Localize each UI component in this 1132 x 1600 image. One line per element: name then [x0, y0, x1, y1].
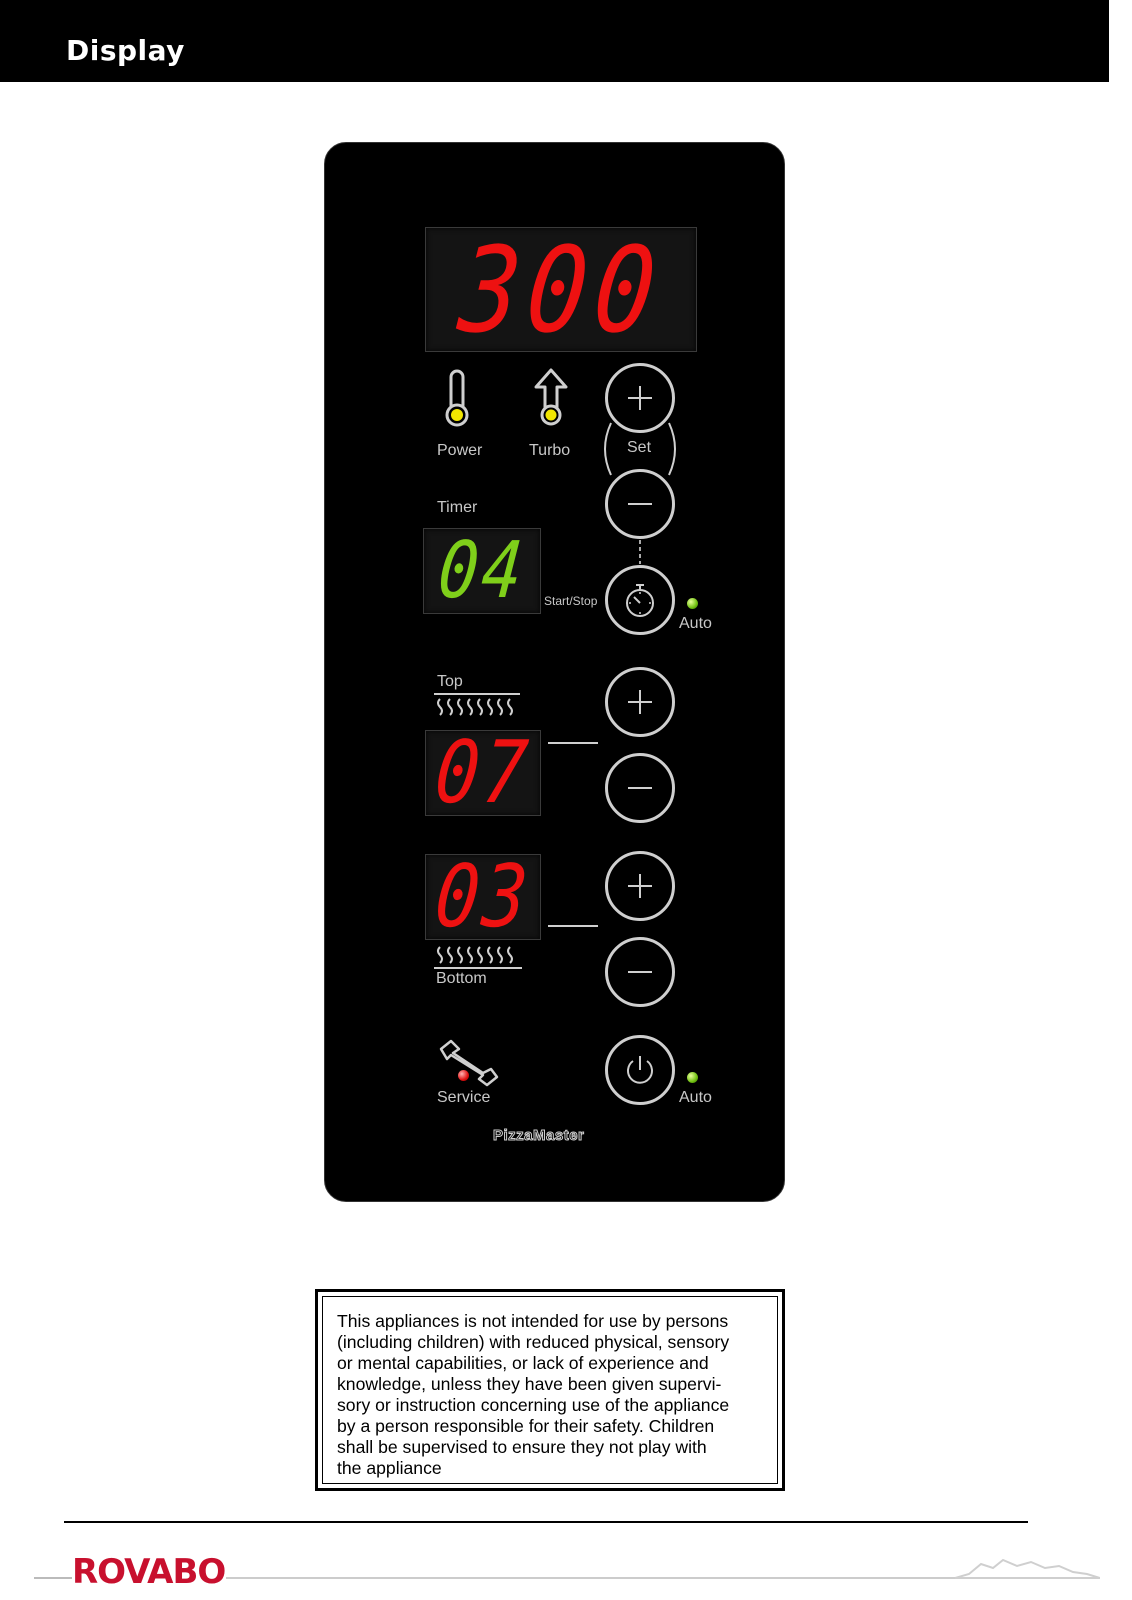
plus-icon	[628, 386, 652, 410]
footer-rule	[64, 1521, 1028, 1523]
minus-icon	[628, 971, 652, 973]
dashed-connector	[639, 540, 641, 564]
bottom-plus-button[interactable]	[605, 851, 675, 921]
thermometer-icon	[445, 369, 469, 427]
top-heat-display: 07	[425, 723, 541, 823]
timer-display-value: 04	[434, 526, 530, 616]
company-logo: ROVABO	[72, 1552, 226, 1592]
top-minus-button[interactable]	[605, 753, 675, 823]
bottom-connector-line	[548, 925, 598, 927]
timer-display: 04	[423, 526, 541, 616]
service-led	[458, 1070, 469, 1081]
top-heat-display-value: 07	[431, 723, 535, 823]
timer-start-stop-button[interactable]	[605, 565, 675, 635]
notice-line: This appliances is not intended for use …	[337, 1311, 729, 1331]
set-minus-button[interactable]	[605, 469, 675, 539]
plus-icon	[628, 690, 652, 714]
bottom-label: Bottom	[436, 970, 487, 987]
top-heat-icon	[434, 693, 520, 716]
brand-logo: PizzaMaster	[492, 1127, 585, 1145]
top-connector-line	[548, 742, 598, 744]
timer-auto-label: Auto	[679, 615, 712, 632]
page-title: Display	[66, 34, 185, 67]
power-label: Power	[437, 442, 483, 459]
set-plus-button[interactable]	[605, 363, 675, 433]
turbo-label: Turbo	[529, 442, 571, 459]
set-bracket	[604, 422, 676, 476]
power-auto-label: Auto	[679, 1089, 712, 1106]
notice-line: or mental capabilities, or lack of exper…	[337, 1353, 709, 1373]
notice-line: by a person responsible for their safety…	[337, 1416, 715, 1436]
power-auto-led	[687, 1072, 698, 1083]
notice-line: the appliance	[337, 1458, 442, 1478]
service-label: Service	[437, 1089, 491, 1106]
notice-line: knowledge, unless they have been given s…	[337, 1374, 722, 1394]
top-plus-button[interactable]	[605, 667, 675, 737]
control-panel: 300 Power Turbo Set Timer 04 Start/Stop	[324, 142, 785, 1202]
mountain-decoration-icon	[955, 1558, 1100, 1579]
timer-label: Timer	[437, 499, 478, 516]
header-bar: Display	[0, 0, 1109, 82]
start-stop-label: Start/Stop	[544, 594, 598, 608]
minus-icon	[628, 787, 652, 789]
timer-auto-led	[687, 598, 698, 609]
footer-right-line	[226, 1577, 956, 1579]
service-wrench-icon	[439, 1039, 499, 1087]
minus-icon	[628, 503, 652, 505]
bottom-minus-button[interactable]	[605, 937, 675, 1007]
temperature-display-value: 300	[454, 220, 668, 359]
notice-line: shall be supervised to ensure they not p…	[337, 1437, 707, 1457]
set-label: Set	[627, 439, 652, 456]
notice-line: (including children) with reduced physic…	[337, 1332, 730, 1352]
safety-notice-text: This appliances is not intended for use …	[322, 1296, 778, 1484]
power-button[interactable]	[605, 1035, 675, 1105]
bottom-heat-display: 03	[425, 847, 541, 947]
top-label: Top	[437, 673, 463, 690]
plus-icon	[628, 874, 652, 898]
temperature-display: 300	[425, 220, 697, 359]
turbo-arrow-icon	[534, 368, 568, 426]
footer-left-line	[34, 1577, 72, 1579]
bottom-heat-icon	[434, 946, 522, 969]
notice-line: sory or instruction concerning use of th…	[337, 1395, 730, 1415]
bottom-heat-display-value: 03	[431, 847, 535, 947]
safety-notice: This appliances is not intended for use …	[315, 1289, 785, 1491]
power-icon	[627, 1056, 653, 1084]
stopwatch-icon	[626, 584, 654, 617]
